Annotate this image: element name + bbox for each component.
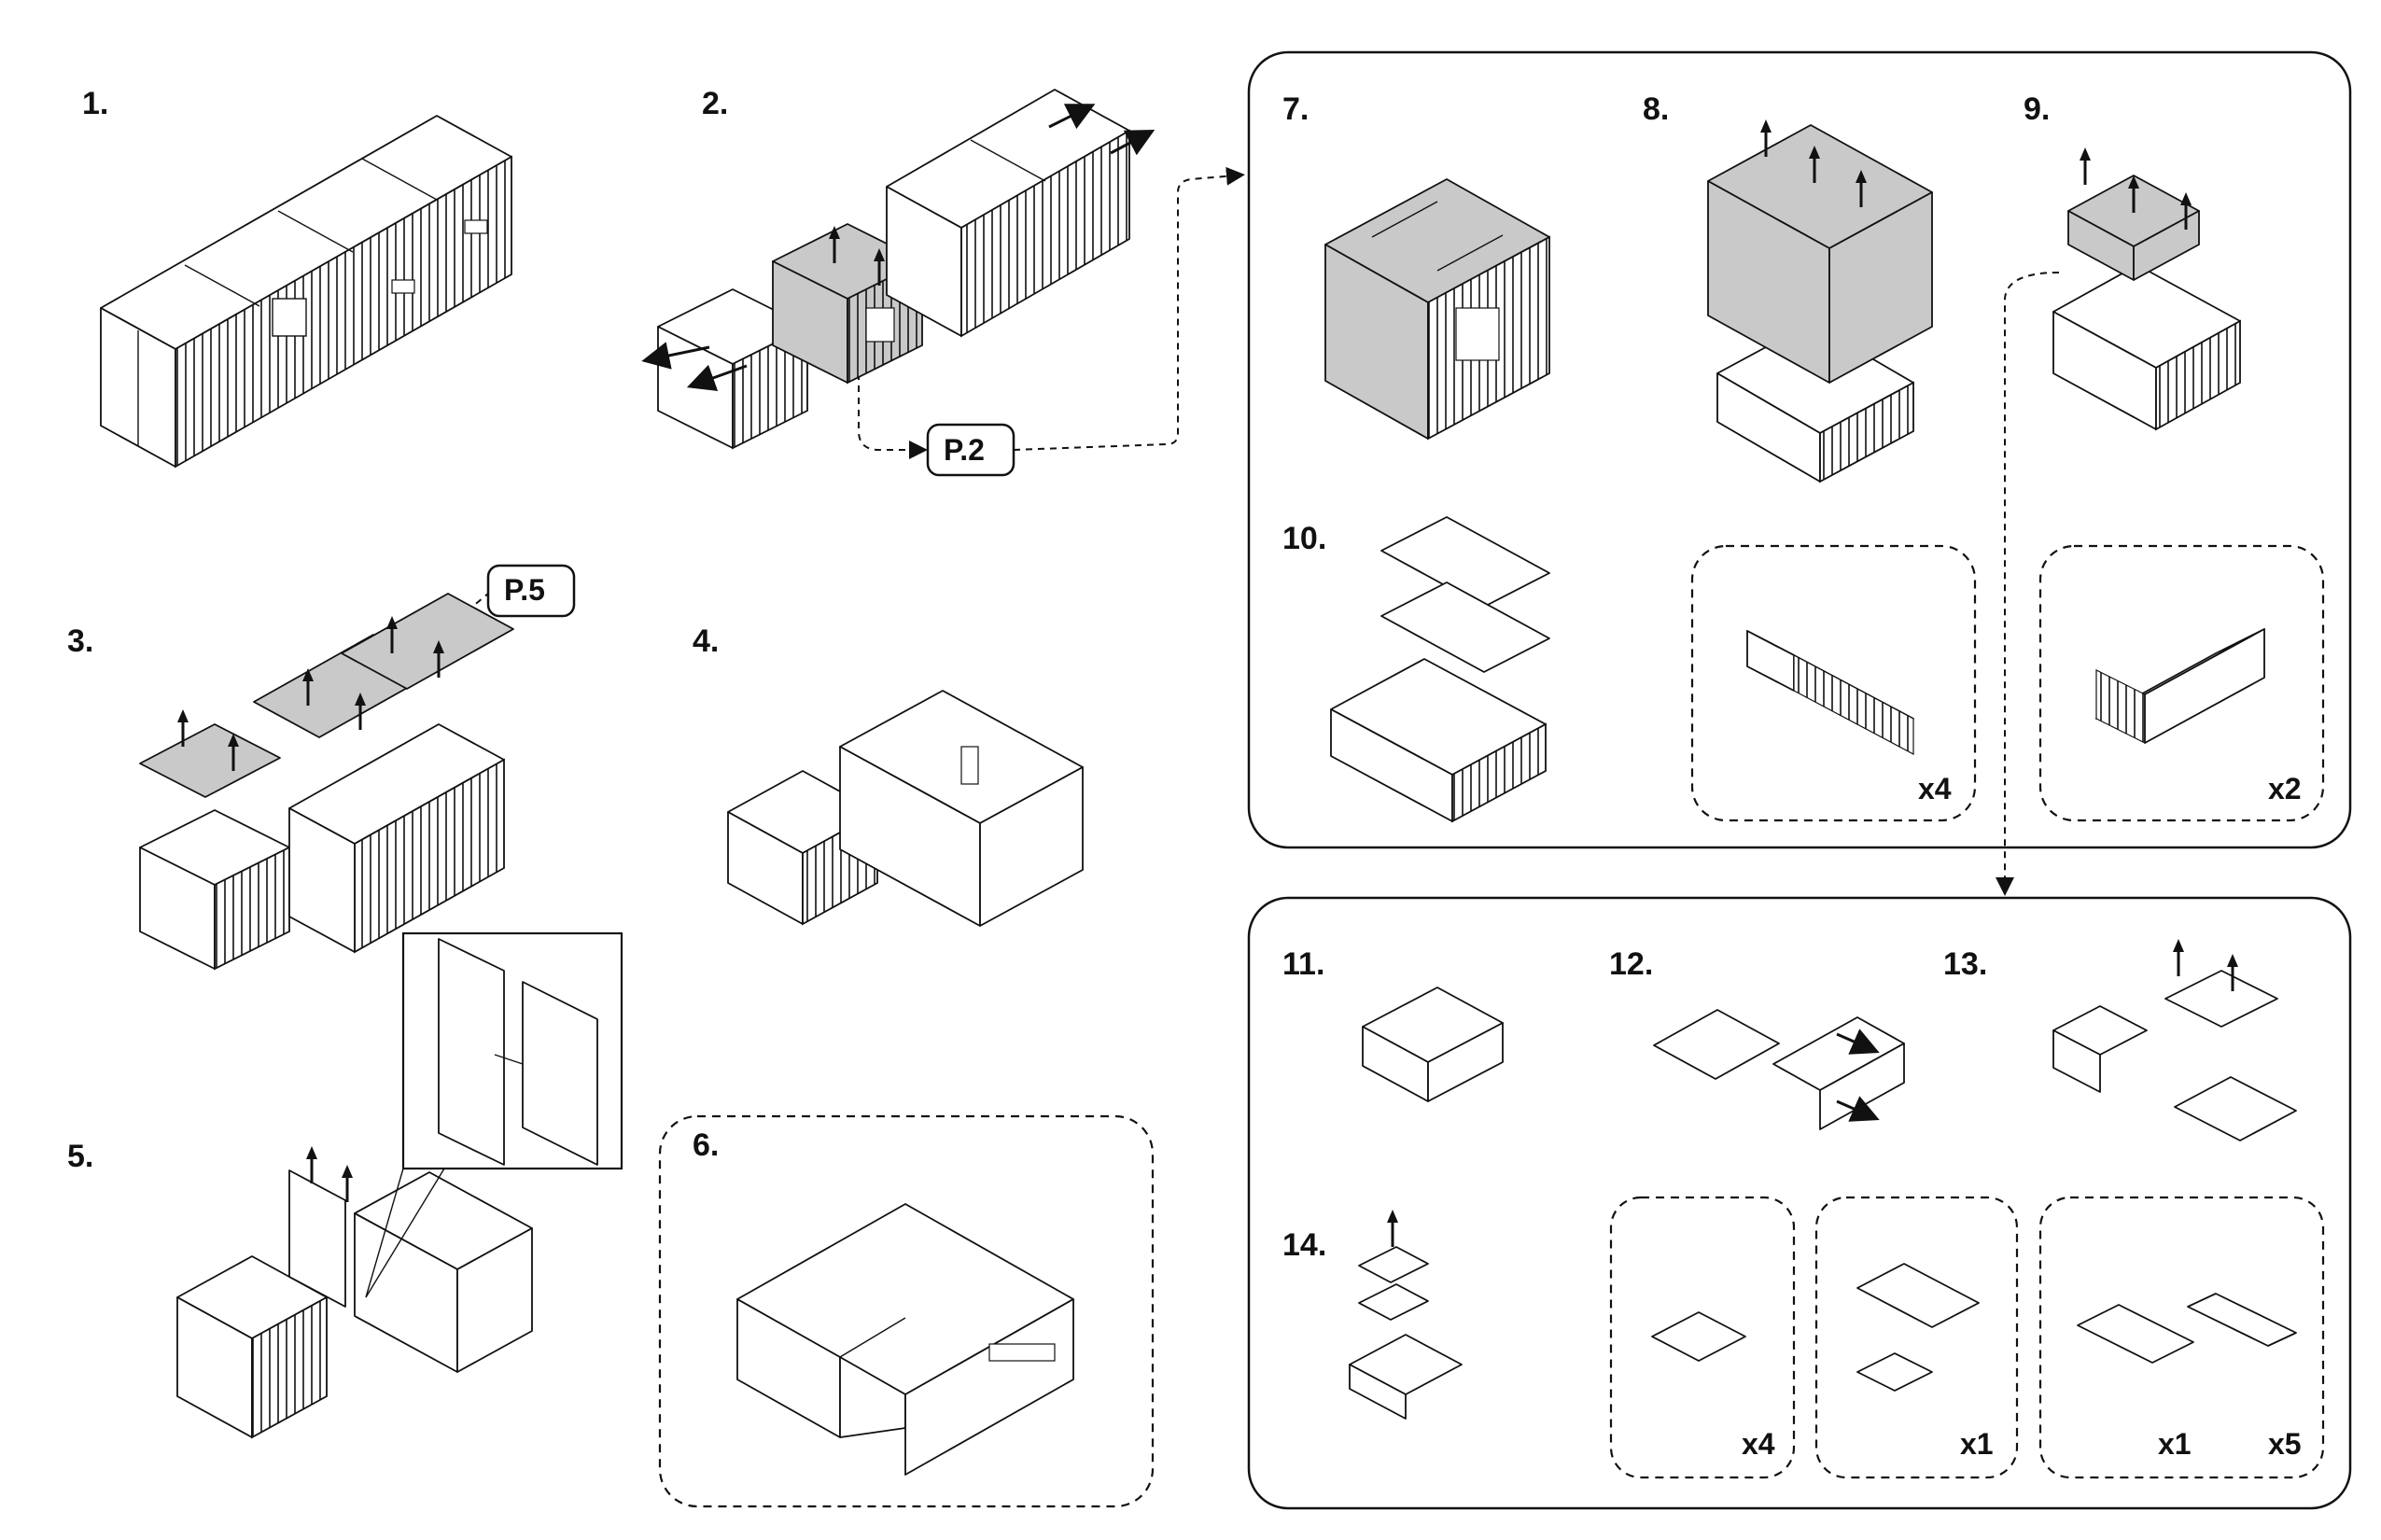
step-label-1: 1. (82, 86, 108, 121)
part-plate-x1 (2077, 1304, 2194, 1364)
step-label-8: 8. (1643, 91, 1669, 127)
qty-label-x4-bottom: x4 (1742, 1427, 1775, 1461)
qty-label-x1-b: x1 (2158, 1427, 2192, 1461)
qty-label-x2-top: x2 (2268, 772, 2302, 805)
leader-p2-to-panel (1013, 166, 1245, 451)
step6-completed-interior (736, 1203, 1074, 1476)
part-x4-top (1746, 630, 1914, 755)
step14-clip-stack (1349, 1208, 1463, 1420)
panel-steps-11-14 (1247, 896, 2352, 1510)
step-label-14: 14. (1282, 1227, 1326, 1263)
dashed-box-step6 (658, 1114, 1155, 1508)
leader-module-to-p2 (858, 373, 928, 459)
step-label-12: 12. (1609, 946, 1653, 982)
qty-label-x1-bottom: x1 (1960, 1427, 1994, 1461)
part-connector-x1 (1856, 1263, 1980, 1392)
step-label-10: 10. (1282, 521, 1326, 556)
step3-base-modules (139, 723, 505, 970)
step-label-11: 11. (1282, 946, 1324, 982)
qty-label-x4-top: x4 (1918, 772, 1952, 805)
step13-connector-parts (2052, 937, 2297, 1141)
leader-step9-to-panel2 (1996, 272, 2060, 896)
part-connector-x4 (1651, 1311, 1746, 1362)
step2-module-right (886, 89, 1130, 338)
step8-module-lift (1707, 118, 1933, 483)
step10-stacked-frames (1330, 516, 1550, 823)
step7-module (1324, 178, 1550, 441)
step2-arrows (641, 104, 1155, 392)
qty-label-x5: x5 (2268, 1427, 2302, 1461)
page-ref-p2-label: P.2 (944, 433, 985, 467)
step-label-7: 7. (1282, 91, 1309, 127)
panel-steps-7-10 (1247, 50, 2352, 849)
step-label-3: 3. (67, 623, 93, 659)
step-label-13: 13. (1943, 946, 1987, 982)
dashed-box-qty-x4-bottom (1609, 1196, 1796, 1479)
part-x2-top (2095, 628, 2265, 744)
dashed-box-qty-x1-bottom (1814, 1196, 2019, 1479)
step11-connector-block (1362, 987, 1504, 1102)
step12-connector-split (1653, 1009, 1905, 1130)
page-ref-p5[interactable]: P.5 (486, 564, 576, 618)
step-label-5: 5. (67, 1139, 93, 1174)
step5-detail-inset (365, 931, 623, 1298)
step5-assembly (176, 1144, 533, 1439)
page-ref-p2[interactable]: P.2 (926, 423, 1015, 477)
page-ref-p5-label: P.5 (504, 573, 545, 607)
step-label-6: 6. (693, 1127, 719, 1163)
step-label-4: 4. (693, 623, 719, 659)
step1-assembled-row (100, 115, 512, 469)
step3-roof-panels-grey (139, 593, 514, 798)
dashed-box-qty-x2-top (2038, 544, 2325, 822)
part-bar-x5 (2187, 1293, 2297, 1347)
dashed-box-qty-x4-top (1690, 544, 1977, 822)
step9-inner-frame (2052, 146, 2241, 431)
dashed-box-qty-x1-x5-bottom (2038, 1196, 2325, 1479)
step-label-2: 2. (702, 86, 728, 121)
step4-interior-view (727, 690, 1084, 927)
step-label-9: 9. (2024, 91, 2050, 127)
